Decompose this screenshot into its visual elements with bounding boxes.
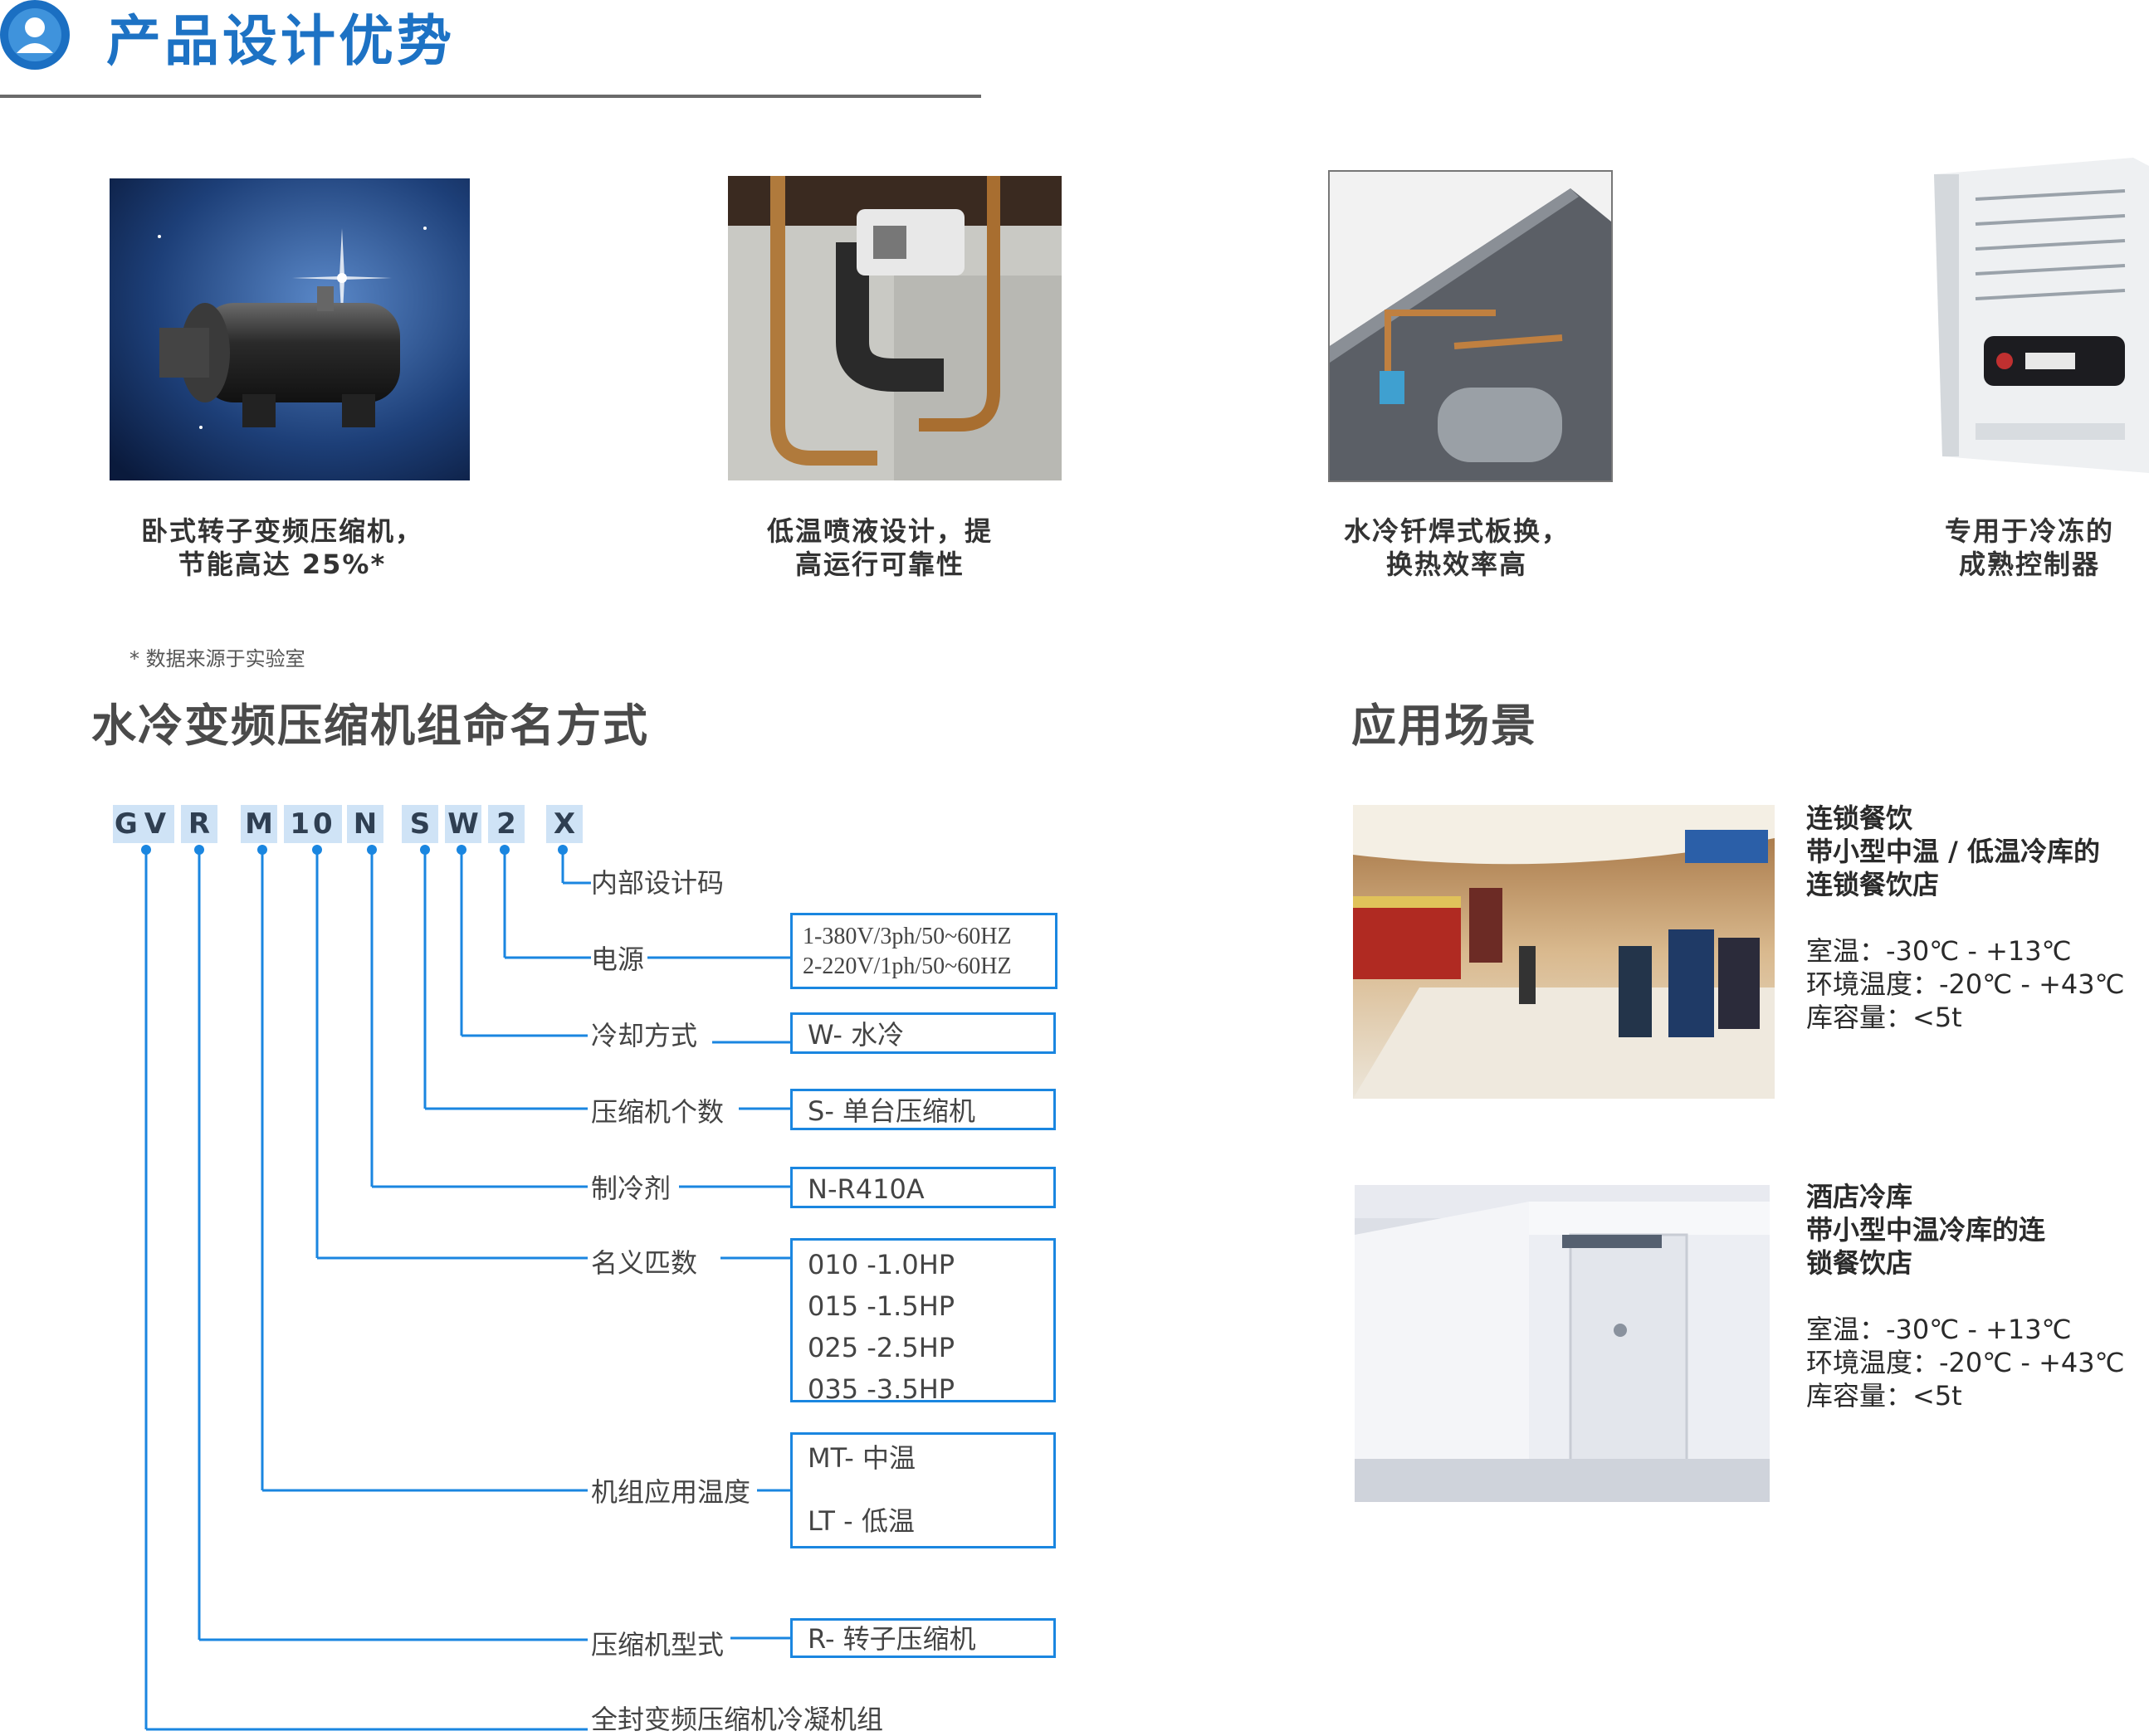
label-unit-family: 全封变频压缩机冷凝机组 [591, 1704, 884, 1735]
feature-caption-1: 卧式转子变频压缩机，节能高达 25%* [140, 515, 423, 580]
application-text-1: 连锁餐饮 带小型中温 / 低温冷库的 连锁餐饮店 室温：-30℃ - +13℃ … [1806, 802, 2125, 1034]
page-title: 产品设计优势 [106, 9, 455, 73]
liquid-injection-piping-photo [728, 176, 1062, 480]
application-spec: 室温：-30℃ - +13℃ [1806, 935, 2072, 967]
nominal-hp-option: 015 -1.5HP [808, 1290, 955, 1322]
cold-room-photo [1355, 1185, 1770, 1502]
brazed-plate-heat-exchanger-photo [1328, 170, 1613, 482]
application-heading: 带小型中温冷库的连 [1806, 1214, 2046, 1246]
naming-connector-lines [141, 845, 790, 1731]
unit-temp-option: LT - 低温 [808, 1505, 915, 1537]
feature-caption-4: 专用于冷冻的成熟控制器 [1944, 515, 2114, 580]
code-2: 2 [488, 805, 525, 843]
code-m: M [241, 805, 277, 843]
application-heading: 带小型中温 / 低温冷库的 [1806, 836, 2100, 867]
application-spec: 环境温度：-20℃ - +43℃ [1806, 1347, 2125, 1378]
application-heading: 锁餐饮店 [1806, 1247, 1913, 1279]
refrigerant-option: N-R410A [808, 1173, 925, 1205]
label-internal-code: 内部设计码 [591, 867, 725, 899]
code-n: N [347, 805, 383, 843]
cooling-options-box: W- 水冷 [790, 1012, 1056, 1054]
compressor-count-option: S- 单台压缩机 [808, 1095, 976, 1127]
unit-temp-option: MT- 中温 [808, 1442, 916, 1474]
applications-title: 应用场景 [1351, 700, 1537, 752]
application-text-2: 酒店冷库 带小型中温冷库的连 锁餐饮店 室温：-30℃ - +13℃ 环境温度：… [1806, 1180, 2125, 1412]
horizontal-rotary-compressor-photo [110, 178, 470, 480]
label-compressor-type: 压缩机型式 [591, 1629, 725, 1660]
footnote: * 数据来源于实验室 [129, 647, 305, 671]
controller-photo [1926, 158, 2149, 481]
compressor-type-option: R- 转子压缩机 [808, 1623, 976, 1655]
code-x: X [546, 805, 583, 843]
power-option: 1-380V/3ph/50~60HZ [803, 924, 1012, 949]
nominal-hp-options-box: 010 -1.0HP 015 -1.5HP 025 -2.5HP 035 -3.… [790, 1238, 1056, 1405]
application-spec: 环境温度：-20℃ - +43℃ [1806, 968, 2125, 1000]
label-power: 电源 [591, 944, 645, 975]
nominal-hp-option: 010 -1.0HP [808, 1249, 955, 1280]
feature-caption-3: 水冷钎焊式板换，换热效率高 [1343, 515, 1570, 580]
power-options-box: 1-380V/3ph/50~60HZ 2-220V/1ph/50~60HZ [790, 913, 1057, 989]
code-10: 10 [284, 805, 342, 843]
cooling-option: W- 水冷 [808, 1019, 905, 1051]
label-unit-temp: 机组应用温度 [591, 1476, 751, 1508]
nominal-hp-option: 035 -3.5HP [808, 1373, 955, 1405]
power-option: 2-220V/1ph/50~60HZ [803, 953, 1012, 979]
label-compressor-count: 压缩机个数 [591, 1096, 725, 1128]
naming-title: 水冷变频压缩机组命名方式 [91, 700, 649, 752]
nominal-hp-option: 025 -2.5HP [808, 1332, 955, 1363]
application-spec: 库容量：<5t [1806, 1380, 1962, 1412]
compressor-count-options-box: S- 单台压缩机 [790, 1089, 1056, 1130]
application-heading: 连锁餐饮店 [1806, 869, 1940, 900]
unit-temp-options-box: MT- 中温 LT - 低温 [790, 1432, 1056, 1548]
label-nominal-hp: 名义匹数 [591, 1247, 698, 1279]
compressor-type-options-box: R- 转子压缩机 [790, 1618, 1056, 1658]
label-refrigerant: 制冷剂 [591, 1173, 672, 1204]
header-divider [0, 95, 981, 98]
code-w: W [445, 805, 481, 843]
code-r: R [181, 805, 217, 843]
refrigerant-options-box: N-R410A [790, 1167, 1056, 1208]
application-heading: 酒店冷库 [1806, 1181, 1913, 1212]
food-court-photo [1353, 805, 1775, 1099]
user-circle-icon [0, 0, 70, 70]
code-gv: GV [113, 805, 174, 843]
label-cooling: 冷却方式 [591, 1020, 698, 1051]
application-spec: 库容量：<5t [1806, 1002, 1962, 1033]
application-spec: 室温：-30℃ - +13℃ [1806, 1314, 2072, 1345]
application-heading: 连锁餐饮 [1806, 802, 1913, 834]
code-s: S [402, 805, 438, 843]
feature-caption-2: 低温喷液设计，提高运行可靠性 [766, 515, 993, 580]
